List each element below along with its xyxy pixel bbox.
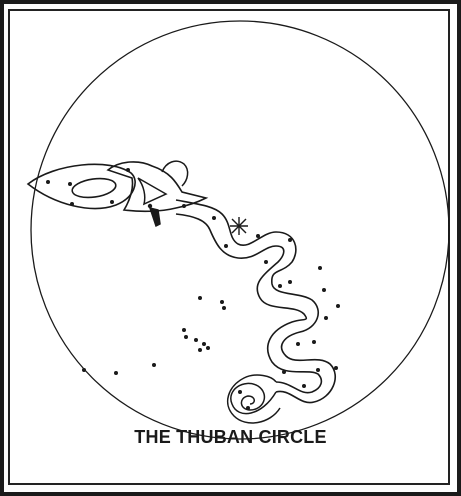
- figure-caption: THE THUBAN CIRCLE: [0, 427, 461, 448]
- scattered-stars: [82, 296, 226, 375]
- thuban-star-icon: [230, 217, 248, 235]
- collar-triangle: [138, 178, 166, 204]
- serpent-eye: [71, 176, 117, 200]
- serpent-lower-fin: [150, 208, 160, 226]
- serpent-head: [28, 164, 135, 208]
- serpent-body-lower: [176, 214, 321, 393]
- serpent-stars: [46, 168, 340, 410]
- serpent-tail-spiral: [231, 383, 276, 413]
- great-circle: [31, 21, 449, 439]
